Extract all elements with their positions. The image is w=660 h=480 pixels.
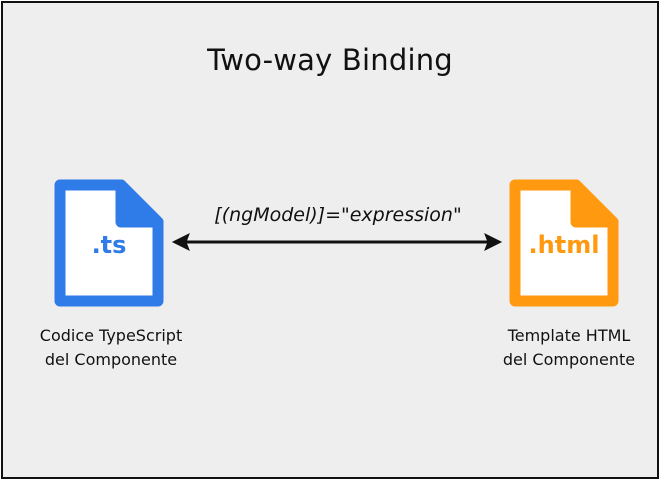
caption-line: Codice TypeScript <box>39 326 183 345</box>
file-extension-label: .html <box>529 231 600 259</box>
diagram-title: Two-way Binding <box>207 43 453 77</box>
arrow-head-left <box>171 232 190 252</box>
bidirectional-arrow <box>171 232 503 252</box>
html-file-icon: .html <box>509 179 619 307</box>
caption-line: del Componente <box>44 350 178 369</box>
typescript-caption: Codice TypeScript del Componente <box>15 324 207 372</box>
html-caption: Template HTML del Componente <box>473 324 660 372</box>
binding-expression-label: [(ngModel)]="expression" <box>214 204 462 226</box>
caption-line: Template HTML <box>507 326 631 345</box>
file-fold-corner <box>115 179 164 228</box>
caption-line: del Componente <box>502 350 636 369</box>
file-extension-label: .ts <box>92 231 127 259</box>
file-fold-corner <box>570 179 619 228</box>
typescript-file-icon: .ts <box>54 179 164 307</box>
arrow-head-right <box>484 232 503 252</box>
